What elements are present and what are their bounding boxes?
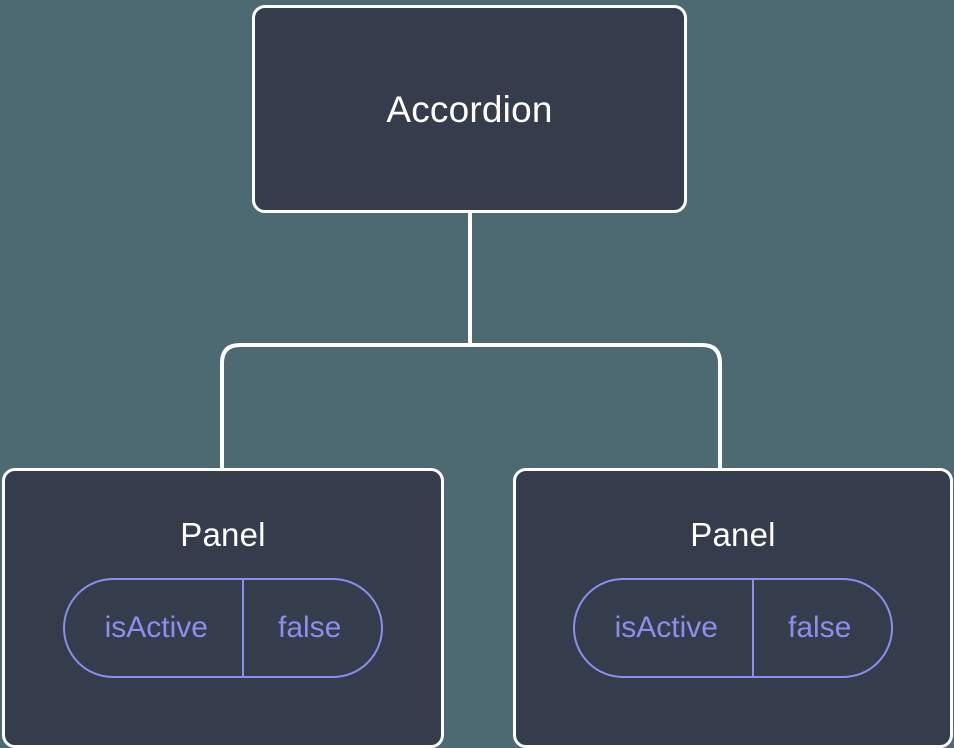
prop-key: isActive: [104, 611, 208, 644]
prop-badge[interactable]: isActive false: [62, 578, 384, 678]
tree-node-accordion[interactable]: Accordion: [252, 5, 687, 213]
connector-branch-bar: [220, 343, 722, 470]
node-title: Accordion: [386, 88, 553, 130]
prop-value: false: [751, 580, 891, 676]
prop-key: isActive: [614, 611, 718, 644]
tree-node-panel-1[interactable]: Panel isActive false: [2, 468, 444, 748]
prop-value: false: [241, 580, 381, 676]
node-title: Panel: [180, 516, 266, 553]
tree-node-panel-2[interactable]: Panel isActive false: [513, 468, 953, 748]
prop-badge[interactable]: isActive false: [572, 578, 894, 678]
node-title: Panel: [690, 516, 776, 553]
